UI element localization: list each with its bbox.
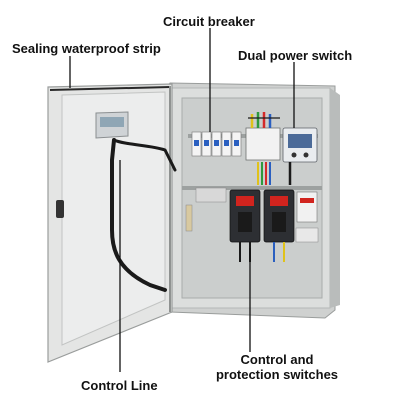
terminal-strip <box>185 187 227 232</box>
leader-lines <box>69 28 295 372</box>
label-control-protection-line1: Control and <box>240 352 314 367</box>
control-protection-switches <box>229 189 319 262</box>
top-din-rail <box>188 112 318 163</box>
transfer-switch-body <box>245 127 281 161</box>
label-control-protection-line2: protection switches <box>215 367 339 382</box>
circuit-breakers <box>191 131 242 157</box>
sealing-strip <box>49 86 171 91</box>
label-dual-power-switch: Dual power switch <box>238 48 353 63</box>
door-lock <box>56 200 64 218</box>
label-control-protection: Control and protection switches <box>212 352 342 382</box>
cabinet-door <box>47 83 177 363</box>
label-circuit-breaker: Circuit breaker <box>163 14 255 29</box>
label-control-line: Control Line <box>81 378 158 393</box>
cable-bundles <box>182 162 322 190</box>
control-line-cable <box>110 138 167 292</box>
label-sealing-strip: Sealing waterproof strip <box>12 41 161 56</box>
